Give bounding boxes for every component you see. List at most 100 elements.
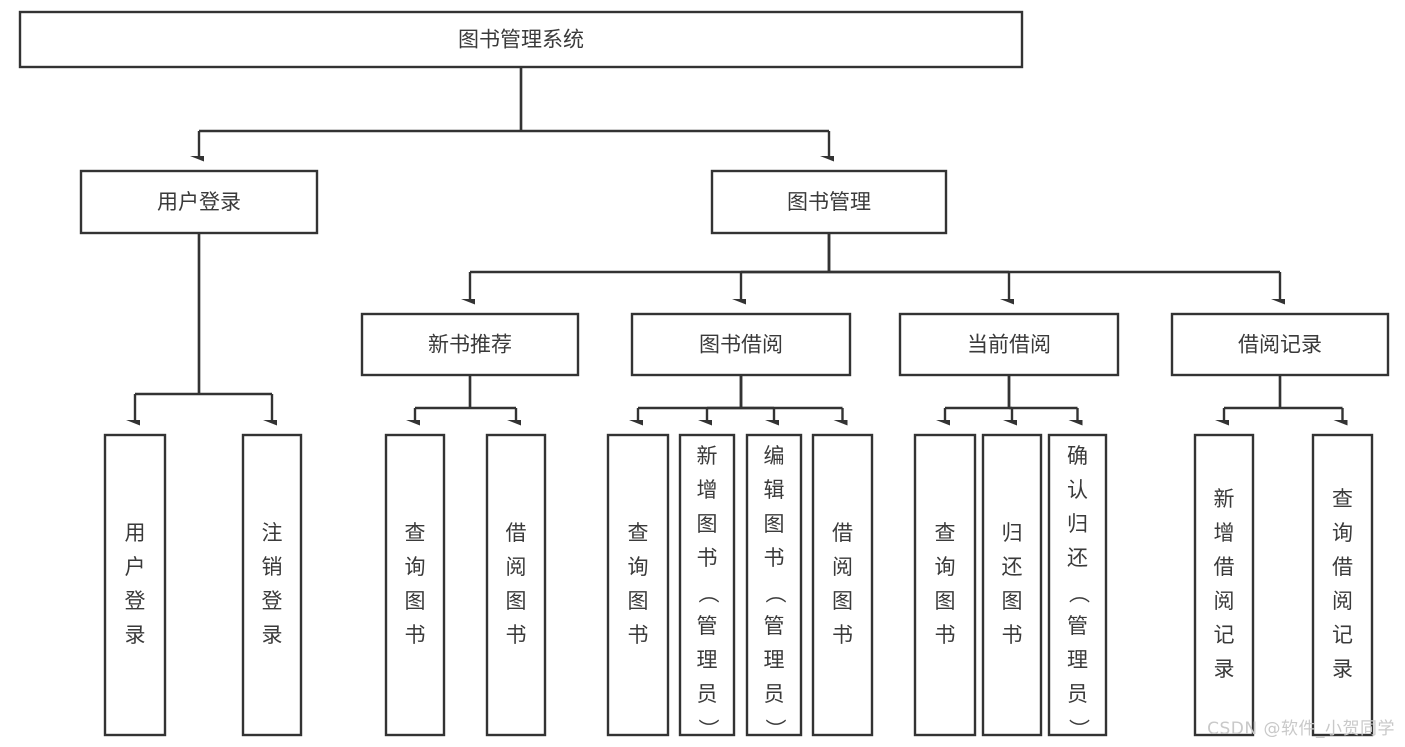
leaf-label-char: 录	[1214, 657, 1235, 681]
leaf-label-char: 增	[1214, 521, 1235, 545]
node-root[interactable]: 图书管理系统	[18, 10, 1024, 69]
node-label-current-borrow: 当前借阅	[967, 333, 1051, 357]
edge-new-book-recommend-to-leaf-borrow-book-rec	[468, 375, 516, 421]
leaf-label-char: 查	[935, 521, 956, 545]
leaf-label-char: （	[696, 583, 720, 604]
leaf-label-char: 认	[1067, 478, 1088, 502]
leaf-label-char: 员	[697, 682, 718, 706]
node-label-book-borrow: 图书借阅	[699, 333, 783, 357]
edge-root-to-user-login	[199, 67, 523, 157]
node-borrow-record[interactable]: 借阅记录	[1170, 312, 1390, 377]
node-label-user-login: 用户登录	[157, 190, 241, 214]
leaf-label-char: 理	[697, 648, 718, 672]
leaf-label-char: 查	[405, 521, 426, 545]
leaf-label-char: 归	[1067, 512, 1088, 536]
node-current-borrow[interactable]: 当前借阅	[898, 312, 1120, 377]
edges-layer	[135, 67, 1343, 421]
edge-book-borrow-to-leaf-borrow-book	[739, 375, 843, 421]
nodes-layer: 图书管理系统用户登录图书管理新书推荐图书借阅当前借阅借阅记录用户登录注销登录查询…	[18, 10, 1390, 740]
leaf-label-char: 还	[1002, 555, 1023, 579]
node-box-leaf-add-book-admin	[678, 433, 736, 737]
edge-book-management-to-current-borrow	[827, 233, 1009, 300]
leaf-label-char: 确	[1067, 444, 1088, 468]
leaf-label-char: 录	[1332, 657, 1353, 681]
node-box-root	[18, 10, 1024, 69]
leaf-label-char: 户	[125, 555, 146, 579]
leaf-label-char: 管	[1067, 614, 1088, 638]
leaf-label-char: 录	[125, 623, 146, 647]
leaf-label-char: 书	[935, 623, 956, 647]
leaf-label-char: 新	[1214, 487, 1235, 511]
node-box-leaf-borrow-book	[811, 433, 874, 737]
leaf-label-char: 图	[832, 589, 853, 613]
leaf-label-char: 编	[764, 444, 785, 468]
leaf-label-char: 图	[405, 589, 426, 613]
edge-borrow-record-to-leaf-add-borrow-record	[1224, 375, 1282, 421]
leaf-label-char: 查	[628, 521, 649, 545]
edge-book-management-to-borrow-record	[827, 233, 1280, 300]
leaf-label-char: ）	[763, 719, 787, 740]
leaf-label-char: 书	[832, 623, 853, 647]
node-box-leaf-user-logout	[241, 433, 303, 737]
leaf-label-char: 借	[832, 521, 853, 545]
leaf-label-char: 图	[697, 512, 718, 536]
leaf-label-char: 登	[262, 589, 283, 613]
leaf-label-char: 记	[1332, 623, 1353, 647]
node-new-book-recommend[interactable]: 新书推荐	[360, 312, 580, 377]
leaf-label-char: 录	[262, 623, 283, 647]
edge-user-login-to-leaf-user-login	[135, 233, 201, 421]
node-leaf-user-login[interactable]: 用户登录	[103, 433, 167, 737]
node-box-leaf-query-borrow-record	[1311, 433, 1374, 737]
leaf-label-char: 员	[1067, 682, 1088, 706]
edge-book-borrow-to-leaf-add-book-admin	[707, 375, 743, 421]
leaf-label-char: （	[1067, 583, 1091, 604]
leaf-label-char: 书	[697, 546, 718, 570]
leaf-label-char: 图	[506, 589, 527, 613]
edge-book-management-to-book-borrow	[741, 233, 831, 300]
node-box-borrow-record	[1170, 312, 1390, 377]
node-box-user-login	[79, 169, 319, 235]
node-book-borrow[interactable]: 图书借阅	[630, 312, 852, 377]
leaf-label-char: 询	[628, 555, 649, 579]
leaf-label-char: 记	[1214, 623, 1235, 647]
node-box-leaf-confirm-return-admin	[1047, 433, 1108, 737]
leaf-label-char: 查	[1332, 487, 1353, 511]
leaf-label-char: 增	[697, 478, 718, 502]
csdn-watermark: CSDN @软件_小贺同学	[1207, 719, 1395, 739]
node-box-leaf-query-book-borrow	[606, 433, 670, 737]
node-book-management[interactable]: 图书管理	[710, 169, 948, 235]
leaf-label-char: 注	[262, 521, 283, 545]
leaf-label-char: 书	[764, 546, 785, 570]
leaf-label-char: 登	[125, 589, 146, 613]
leaf-label-char: 员	[764, 682, 785, 706]
leaf-label-char: 阅	[1332, 589, 1353, 613]
node-label-root: 图书管理系统	[458, 28, 584, 52]
edge-book-management-to-new-book-recommend	[470, 233, 831, 300]
node-user-login[interactable]: 用户登录	[79, 169, 319, 235]
leaf-label-char: 书	[506, 623, 527, 647]
leaf-label-char: 图	[628, 589, 649, 613]
node-box-new-book-recommend	[360, 312, 580, 377]
